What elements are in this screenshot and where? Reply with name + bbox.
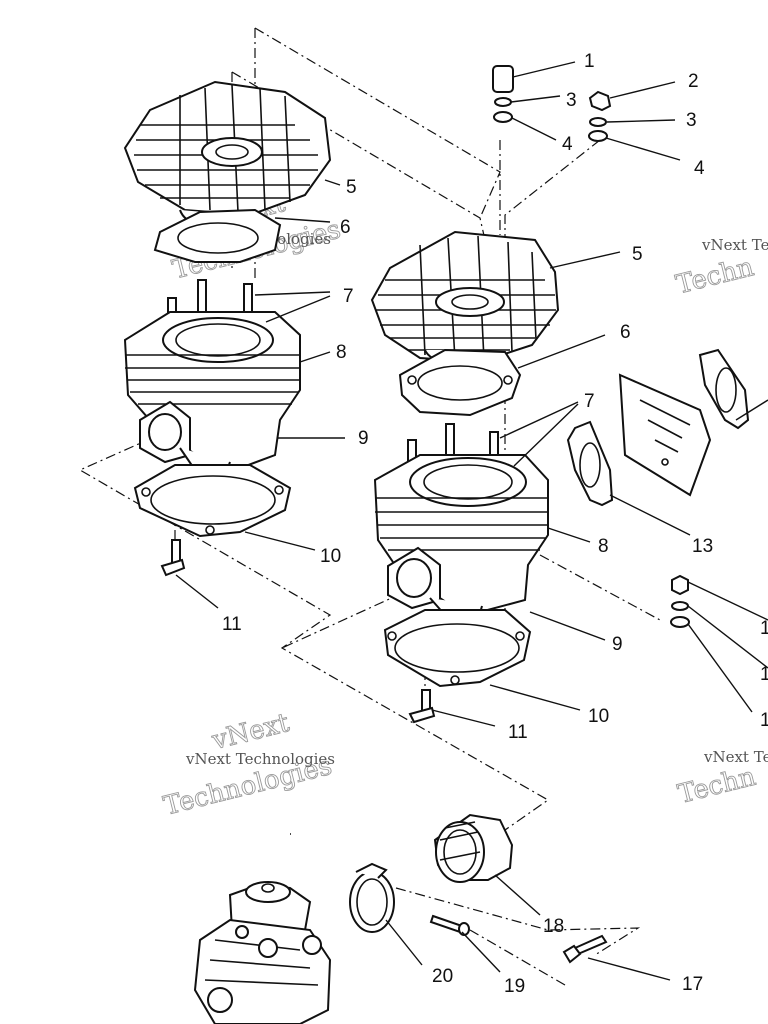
callout-2: 2: [688, 71, 699, 92]
callout-4-left: 4: [562, 134, 573, 155]
callout-11-right: 11: [508, 722, 528, 743]
callout-17: 17: [682, 974, 703, 995]
callout-6-left: 6: [340, 217, 351, 238]
callout-1: 1: [584, 51, 595, 72]
callout-20: 20: [432, 966, 453, 987]
callout-edge-lower: 1: [760, 710, 768, 731]
right-cylinder-head: [370, 230, 560, 366]
left-cylinder-head: [123, 80, 332, 230]
callout-8-right: 8: [598, 536, 609, 557]
callout-7-left: 7: [343, 286, 354, 307]
callout-3-right: 3: [686, 110, 697, 131]
callout-4-right: 4: [694, 158, 705, 179]
callout-9-right: 9: [612, 634, 623, 655]
callout-10-right: 10: [588, 706, 609, 727]
svg-text:Techn: Techn: [673, 252, 757, 300]
callout-6-right: 6: [620, 322, 631, 343]
left-pulse-fitting: [160, 539, 186, 577]
exhaust-gasket-13: [566, 420, 614, 507]
bolt-17: [562, 934, 608, 964]
callout-9-left: 9: [358, 428, 369, 449]
callout-11-left: 11: [222, 614, 242, 635]
right-pulse-fitting: [408, 689, 436, 724]
watermark-top-right-edge: vNext Te Techn: [673, 236, 768, 301]
carburetor: [193, 881, 332, 1024]
callout-8-left: 8: [336, 342, 347, 363]
svg-text:vNext Te: vNext Te: [701, 236, 768, 254]
callout-edge-upper: 1: [760, 618, 768, 639]
head-hardware: [492, 65, 612, 142]
callout-19: 19: [504, 976, 525, 997]
exhaust-hardware: [670, 574, 690, 628]
callout-edge-middle: 1: [760, 664, 768, 685]
clamp-20: [349, 862, 395, 933]
callout-18: 18: [543, 916, 564, 937]
svg-text:Techn: Techn: [675, 762, 759, 810]
left-base-gasket: [133, 464, 292, 538]
left-cylinder: [123, 311, 301, 478]
watermark-mid-left: vNext Technologies vNext Technologies: [160, 708, 335, 823]
watermark-mid-right-edge: vNext Te Techn: [675, 748, 768, 810]
right-cylinder: [373, 454, 549, 622]
intake-boot-18: [433, 813, 514, 883]
right-head-gasket: [398, 348, 522, 417]
exhaust-manifold-plate: [618, 348, 750, 497]
right-base-gasket: [383, 609, 532, 688]
leader-lines: [175, 61, 768, 981]
callout-5-right: 5: [632, 244, 643, 265]
svg-text:vNext Te: vNext Te: [703, 748, 768, 766]
callout-10-left: 10: [320, 546, 341, 567]
svg-text:vNext Technologies: vNext Technologies: [185, 750, 335, 768]
left-head-gasket: [153, 208, 282, 263]
callout-numbers: 1 2 3 3 4 4 5 5 6 6 7 7 8 8 9 9 10 10 11…: [222, 51, 768, 997]
callout-3-left: 3: [566, 90, 577, 111]
callout-5-left: 5: [346, 177, 357, 198]
callout-13: 13: [692, 536, 713, 557]
screw-19: [429, 914, 470, 936]
callout-7-right: 7: [584, 391, 595, 412]
